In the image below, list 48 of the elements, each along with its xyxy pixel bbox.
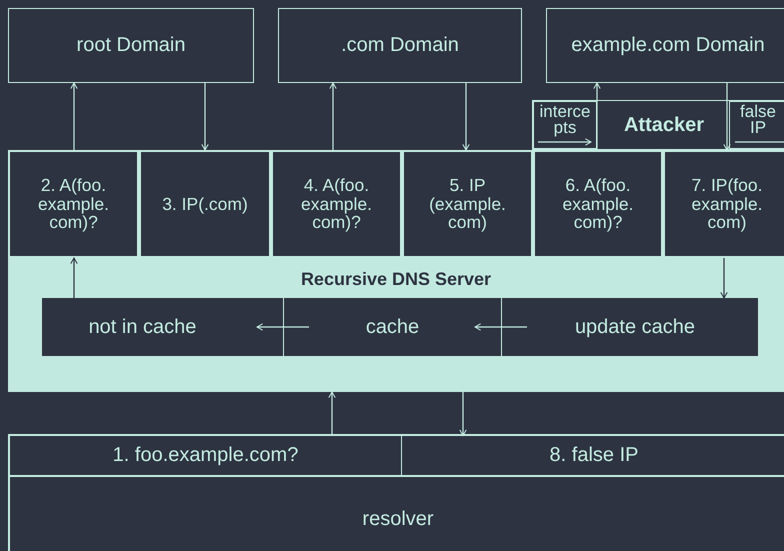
message-cell	[139, 150, 271, 258]
heading: Attacker	[624, 114, 704, 136]
message-cell	[10, 436, 402, 477]
message-cell	[271, 150, 402, 258]
arrow	[474, 323, 527, 331]
cell-text: 6. A(foo. example. com)?	[561, 176, 634, 232]
arrow	[720, 258, 728, 298]
arrow	[201, 83, 209, 150]
resolver-box	[8, 434, 784, 551]
cell-text: not in cache	[88, 316, 196, 338]
domain-box	[278, 8, 522, 83]
domain-box	[546, 8, 784, 83]
cell-text: 3. IP(.com)	[162, 194, 248, 214]
cell-text: intercepts	[539, 104, 591, 136]
cell-text: cache	[366, 316, 420, 338]
message-cell	[533, 150, 663, 258]
cell-text: 7. IP(foo. example. com)	[690, 176, 764, 232]
label-cell	[533, 101, 597, 149]
label-cell	[729, 101, 784, 149]
domain-box	[8, 8, 254, 83]
cell-text: example.com Domain	[571, 34, 765, 57]
cache-cell	[501, 298, 758, 356]
heading: resolver	[362, 508, 434, 530]
message-cell	[663, 150, 784, 258]
arrow	[723, 83, 731, 150]
arrow	[70, 258, 78, 298]
cell-text: 8. false IP	[550, 444, 638, 467]
cell-text: false IP	[739, 104, 777, 136]
arrow	[329, 82, 337, 150]
cell-text: root Domain	[76, 34, 186, 57]
arrow	[462, 83, 470, 150]
arrow	[593, 82, 601, 150]
arrow	[70, 82, 78, 150]
server-panel	[8, 150, 784, 392]
cache-cell	[42, 298, 283, 356]
cell-text: 4. A(foo. example. com)?	[300, 176, 373, 232]
cell-text: 1. foo.example.com?	[112, 444, 298, 467]
message-cell	[8, 150, 139, 258]
message-cell	[402, 150, 533, 258]
cell-text: 2. A(foo. example. com)?	[36, 176, 110, 232]
arrow	[256, 323, 309, 331]
cell-text: 5. IP (example. com)	[428, 176, 507, 232]
cell-text: update cache	[574, 316, 696, 338]
arrow	[459, 392, 467, 436]
cell-text: .com Domain	[341, 34, 459, 57]
heading: Recursive DNS Server	[300, 268, 492, 290]
cache-cell	[283, 298, 501, 356]
arrow	[328, 392, 336, 436]
